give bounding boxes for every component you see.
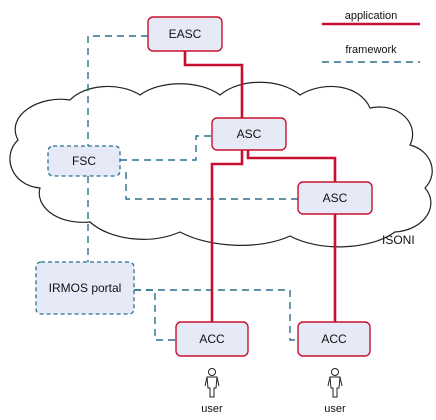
node-asc-right[interactable]: ASC [297,181,373,215]
legend: application framework [322,10,420,63]
link-easc-asc-top [183,51,244,118]
node-acc-left-label: ACC [199,332,225,346]
user-icon [327,368,343,398]
user-right-label: user [324,403,346,415]
node-easc-label: EASC [169,27,202,41]
node-fsc-label: FSC [72,154,96,168]
legend-framework-label: framework [345,44,397,56]
user-icon [204,368,220,398]
link-asc-top-asc-right [246,150,337,182]
link-asc-top-acc-left [210,150,244,322]
link-fsc-asc-top [120,135,212,161]
node-asc-top-label: ASC [237,127,262,141]
node-irmos-portal[interactable]: IRMOS portal [35,261,135,315]
legend-application-label: application [345,10,398,22]
node-fsc[interactable]: FSC [47,145,121,177]
user-right: user [324,368,346,415]
node-acc-right[interactable]: ACC [297,321,371,357]
application-links [183,51,337,322]
link-irmos-acc-left [134,289,176,341]
node-irmos-portal-label: IRMOS portal [49,281,122,295]
node-asc-right-label: ASC [323,191,348,205]
user-left: user [201,368,223,415]
node-acc-left[interactable]: ACC [175,321,249,357]
user-left-label: user [201,403,223,415]
node-acc-right-label: ACC [321,332,347,346]
isoni-label: ISONI [382,233,415,247]
node-asc-top[interactable]: ASC [211,117,287,151]
link-fsc-asc-right [125,172,298,200]
node-easc[interactable]: EASC [147,16,223,52]
link-easc-fsc [87,35,148,146]
